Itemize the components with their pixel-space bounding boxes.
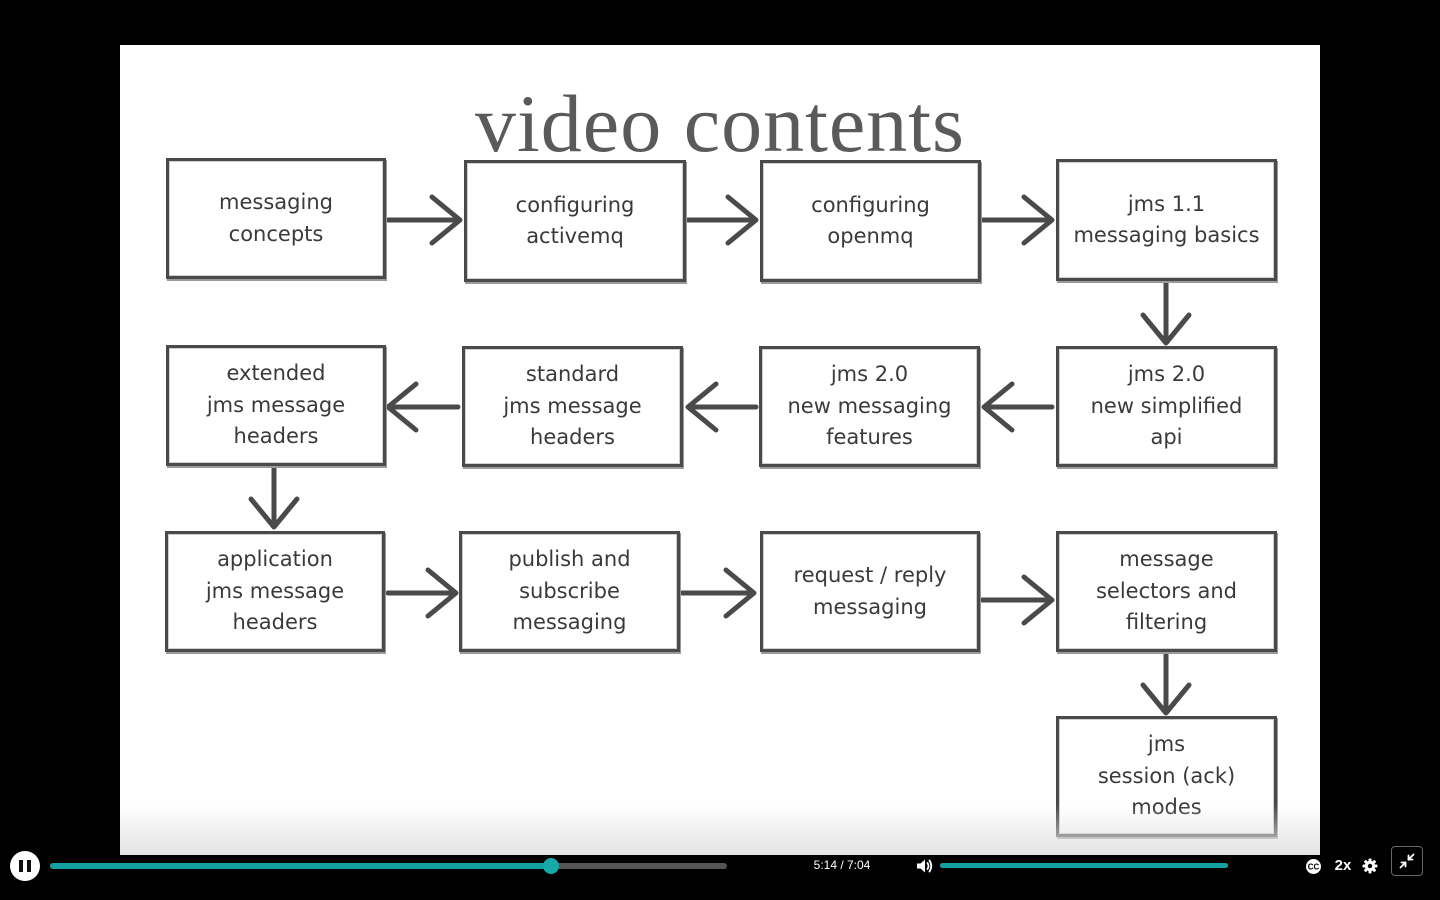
- arrow-left-icon: [981, 381, 1055, 433]
- exit-fullscreen-button[interactable]: [1391, 846, 1423, 876]
- volume-button[interactable]: [912, 854, 936, 878]
- time-display: 5:14 / 7:04: [813, 858, 871, 872]
- arrow-down-icon: [248, 464, 300, 530]
- arrow-right-icon: [685, 194, 759, 246]
- arrow-down-icon: [1140, 650, 1192, 716]
- playback-speed-button[interactable]: 2x: [1334, 857, 1352, 874]
- arrow-right-icon: [979, 194, 1055, 246]
- arrow-left-icon: [385, 381, 461, 433]
- player-controls: 5:14 / 7:04 CC 2x: [0, 846, 1440, 886]
- arrow-right-icon: [979, 574, 1055, 626]
- volume-fill: [940, 863, 1228, 868]
- pause-icon-bar: [27, 860, 31, 872]
- progress-bar[interactable]: [50, 858, 727, 874]
- closed-captions-icon: CC: [1305, 858, 1321, 874]
- arrow-right-icon: [679, 567, 757, 619]
- pause-icon: [19, 860, 23, 872]
- slide-title: video contents: [475, 78, 965, 169]
- pause-button[interactable]: [10, 851, 40, 881]
- volume-slider[interactable]: [940, 863, 1228, 868]
- arrow-down-icon: [1140, 280, 1192, 346]
- progress-fill: [50, 863, 551, 869]
- gear-icon: [1362, 858, 1378, 874]
- arrow-right-icon: [385, 567, 459, 619]
- svg-text:CC: CC: [1307, 862, 1319, 871]
- volume-icon: [917, 859, 933, 873]
- settings-button[interactable]: [1358, 854, 1382, 878]
- arrow-right-icon: [385, 194, 463, 246]
- arrow-left-icon: [685, 381, 759, 433]
- flow-arrows: [248, 194, 1192, 716]
- progress-scrubber-handle[interactable]: [542, 858, 559, 874]
- exit-fullscreen-icon: [1399, 853, 1415, 869]
- captions-button[interactable]: CC: [1301, 854, 1325, 878]
